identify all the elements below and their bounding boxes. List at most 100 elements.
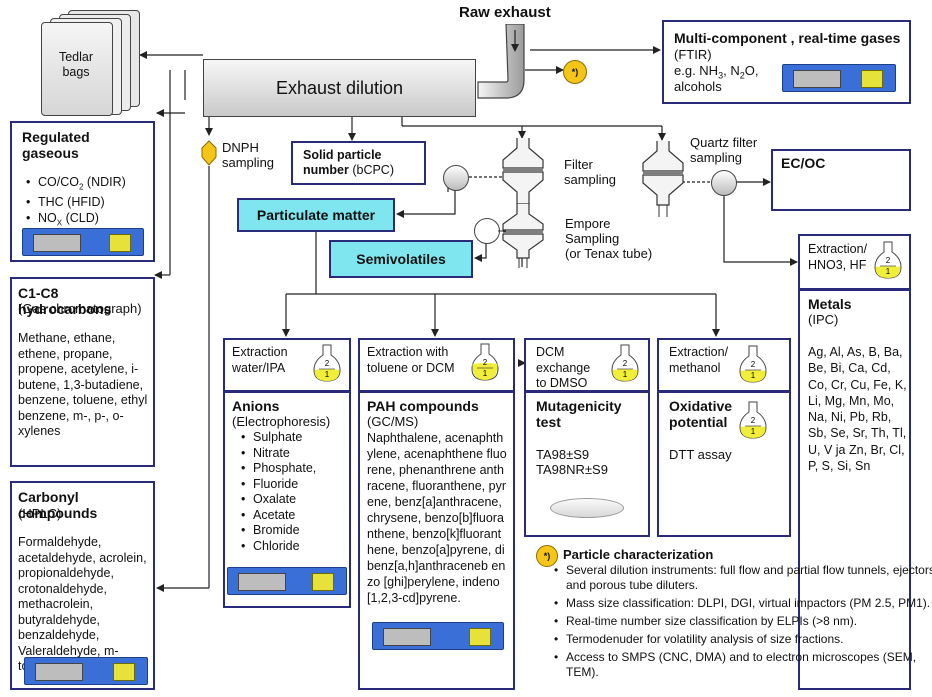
svg-text:2: 2 [751, 416, 756, 425]
anion-item: Sulphate [241, 430, 316, 446]
pc-title: Particle characterization [563, 547, 714, 562]
exhaust-pipe-icon [477, 24, 525, 99]
exhaust-dilution-box: Exhaust dilution [203, 59, 476, 117]
particulate-matter-box: Particulate matter [237, 198, 395, 232]
muta-extract: DCM exchange to DMSO [536, 345, 591, 390]
ecoc-title: EC/OC [781, 155, 826, 171]
anion-item: Chloride [241, 539, 316, 555]
semivolatiles-label: Semivolatiles [356, 251, 446, 267]
multi-body-line2: alcohols [674, 79, 722, 94]
svg-text:1: 1 [623, 370, 628, 379]
c1c8-sub: (Gas chromatograph) [18, 301, 142, 316]
carbonyl-title: Carbonyl compounds [18, 489, 98, 521]
anion-item: Phosphate, [241, 461, 316, 477]
flask-icon-metals: 2 1 [874, 241, 902, 279]
flask-icon-oxid-2: 2 1 [739, 401, 767, 439]
tedlar-label: Tedlar bags [58, 50, 94, 79]
carbonyl-sub: (HPLC) [18, 506, 62, 521]
quartz-label: Quartz filter sampling [690, 135, 758, 165]
regulated-title: Regulated gaseous [22, 129, 90, 161]
particle-characterization-badge[interactable]: *) [563, 60, 587, 84]
anions-extract: Extraction water/IPA [232, 345, 288, 375]
pc-item: Real-time number size classification by … [554, 614, 932, 629]
pm-label: Particulate matter [256, 207, 376, 223]
anions-title: Anions [232, 398, 280, 414]
filter-sampling-label: Filter sampling [564, 157, 617, 187]
svg-text:2: 2 [623, 359, 628, 368]
svg-text:1: 1 [751, 371, 756, 380]
svg-text:2: 2 [325, 359, 330, 368]
exhaust-dilution-label: Exhaust dilution [275, 78, 404, 98]
regulated-item-2: THC (HFID) [26, 195, 126, 211]
pump-circle-1 [443, 165, 469, 191]
c1c8-body: Methane, ethane, ethene, propane, propen… [18, 331, 148, 438]
pc-item: Several dilution instruments: full flow … [554, 563, 932, 593]
anion-item: Bromide [241, 523, 316, 539]
flask-icon-pah: 2 1 [471, 343, 499, 381]
electrophoresis-analyzer-icon [227, 567, 347, 595]
multi-body: e.g. NH3, N2O, [674, 63, 759, 81]
c1c8-box: C1-C8 hydrocarbons (Gas chromatograph) M… [10, 277, 155, 467]
pah-extract: Extraction with toluene or DCM [367, 345, 455, 375]
anion-item: Fluoride [241, 477, 316, 493]
carbonyl-box: Carbonyl compounds (HPLC) Formaldehyde, … [10, 481, 155, 690]
regulated-item-3: NOX (CLD) [26, 211, 126, 231]
dnph-cartridge-icon [201, 140, 217, 166]
flask-icon-muta: 2 1 [611, 344, 639, 382]
filter-holder-icon [502, 138, 544, 268]
metals-title: Metals [808, 296, 852, 312]
pump-circle-3 [711, 170, 737, 196]
tedlar-bags: Tedlar bags [40, 10, 140, 116]
muta-title: Mutagenicity test [536, 398, 622, 430]
raw-exhaust-title: Raw exhaust [459, 4, 551, 21]
metals-sub: (IPC) [808, 312, 839, 327]
multi-title: Multi-component , real-time gases [674, 30, 901, 46]
pc-badge-icon: *) [536, 545, 558, 567]
petri-dish-icon [550, 498, 624, 518]
empore-label: Empore Sampling (or Tenax tube) [565, 216, 653, 261]
solid-title: Solid particle number (bCPC) [303, 148, 394, 177]
oxid-body: DTT assay [669, 447, 732, 462]
metals-extract: Extraction/ HNO3, HF [808, 242, 868, 272]
quartz-filter-icon [642, 141, 684, 217]
hplc-analyzer-icon [24, 657, 148, 685]
badge-label: *) [571, 67, 579, 77]
oxid-title: Oxidative potential [669, 398, 733, 430]
pah-body: Naphthalene, acenaphthylene, acenaphthen… [367, 431, 507, 605]
c1c8-title: C1-C8 hydrocarbons [18, 285, 112, 317]
pc-item: Mass size classification: DLPI, DGI, vir… [554, 596, 932, 611]
svg-text:1: 1 [325, 370, 330, 379]
flask-icon-oxid: 2 1 [739, 345, 767, 383]
oxidative-box: Extraction/ methanol Oxidative potential… [657, 338, 791, 537]
pc-item: Termodenuder for volatility analysis of … [554, 632, 932, 647]
anions-box: Extraction water/IPA Anions (Electrophor… [223, 338, 351, 608]
ftir-analyzer-icon [782, 64, 896, 92]
pump-circle-2 [474, 218, 500, 244]
svg-text:1: 1 [751, 427, 756, 436]
svg-text:1: 1 [483, 369, 488, 378]
pah-sub: (GC/MS) [367, 414, 419, 429]
anion-item: Acetate [241, 508, 316, 524]
regulated-analyzer-icon [22, 228, 144, 256]
pah-title: PAH compounds [367, 398, 479, 414]
regulated-item-1: CO/CO2 (NDIR) [26, 175, 126, 195]
anion-item: Oxalate [241, 492, 316, 508]
flask-icon-anions: 2 1 [313, 344, 341, 382]
anion-item: Nitrate [241, 446, 316, 462]
multi-sub: (FTIR) [674, 47, 712, 62]
carbonyl-body: Formaldehyde, acetaldehyde, acrolein, pr… [18, 535, 147, 673]
svg-text:1: 1 [886, 267, 891, 276]
anions-sub: (Electrophoresis) [232, 414, 331, 429]
svg-text:2: 2 [886, 256, 891, 265]
solid-particle-box: Solid particle number (bCPC) [291, 141, 426, 185]
oxid-extract: Extraction/ methanol [669, 345, 729, 375]
muta-body: TA98±S9 TA98NR±S9 [536, 447, 608, 477]
gcms-analyzer-icon [372, 622, 504, 650]
metals-body: Ag, Al, As, B, Ba, Be, Bi, Ca, Cd, Co, C… [808, 345, 907, 474]
ecoc-box: EC/OC [771, 149, 911, 211]
svg-text:2: 2 [483, 358, 488, 367]
semivolatiles-box: Semivolatiles [329, 240, 473, 278]
pc-item: Access to SMPS (CNC, DMA) and to electro… [554, 650, 932, 680]
dnph-label: DNPH sampling [222, 140, 275, 170]
